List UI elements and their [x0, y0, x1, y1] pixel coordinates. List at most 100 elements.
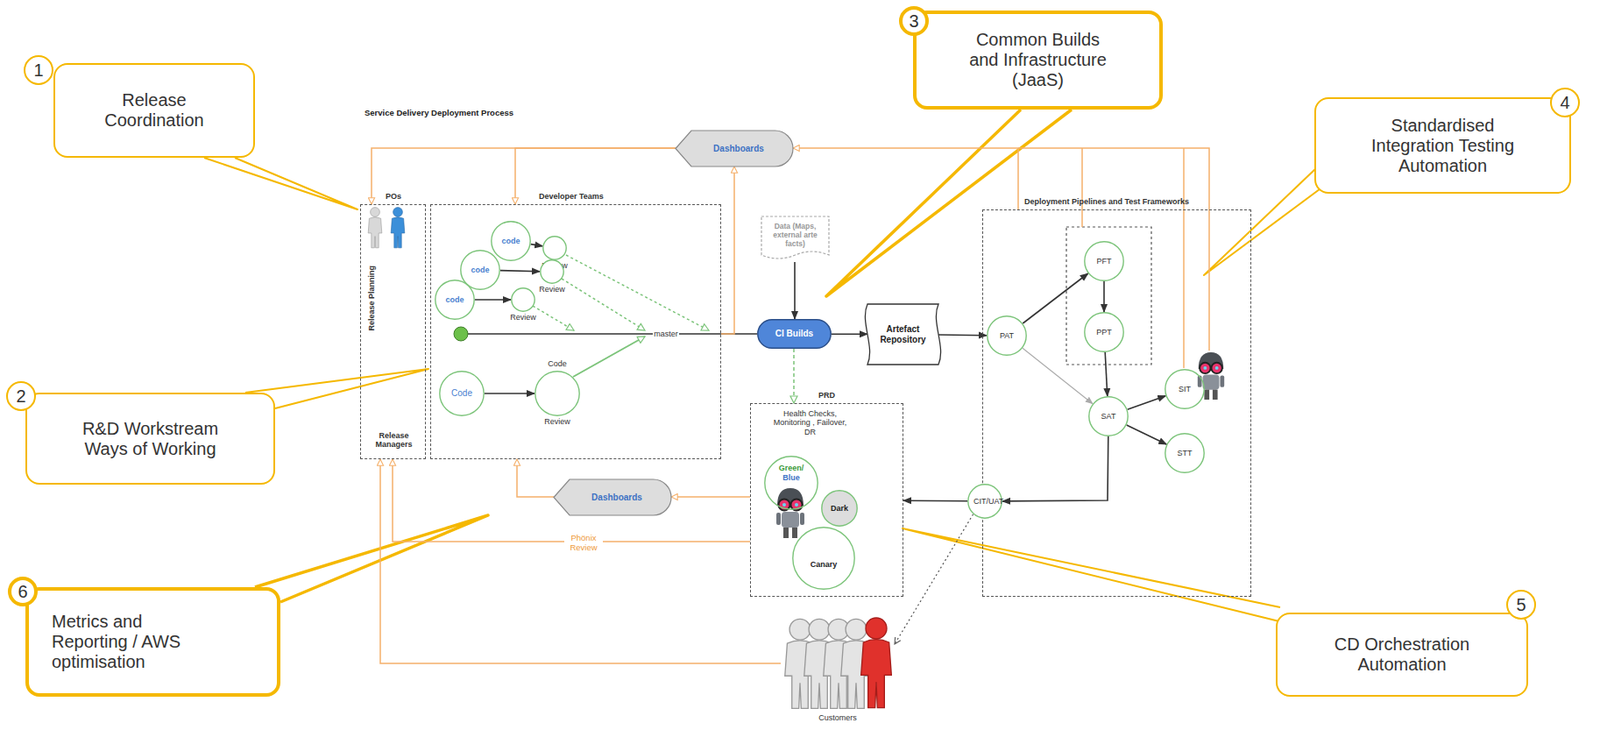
master-branch [453, 326, 468, 341]
callout-pointer [902, 528, 1287, 624]
review-circle: Review [539, 259, 565, 284]
edge-label: Phönix Review [564, 532, 603, 554]
stage-circle: STT [1164, 432, 1205, 474]
connector [792, 348, 795, 404]
connector [894, 514, 974, 645]
callout-number: 3 [899, 6, 929, 36]
node-label: POs [385, 191, 402, 201]
customer-figures [861, 617, 893, 708]
deploy-circle-outline [792, 526, 856, 590]
connector [1126, 424, 1168, 445]
connector [721, 166, 735, 334]
po-figures [368, 207, 383, 248]
dashboard-tag-outline [553, 479, 672, 516]
node-label: SIT [1178, 384, 1191, 394]
node-label: Dashboards [582, 492, 643, 503]
callout-pointer [254, 515, 489, 602]
node-label: PAT [999, 331, 1014, 340]
code-circle: code [434, 279, 475, 320]
robot-icon [1197, 352, 1225, 400]
deploy-circle-outline [792, 527, 855, 589]
deploy-circle: Dark [821, 489, 858, 527]
merge-arrow [573, 336, 645, 377]
callout-number: 6 [7, 576, 38, 607]
callout-box: 4Standardised Integration Testing Automa… [1314, 97, 1572, 194]
pipeline-group: Deployment Pipelines and Test Frameworks… [982, 209, 1252, 597]
node-label: code [470, 265, 489, 275]
stage-circle-outline [1089, 396, 1128, 436]
stage-circle: CIT/UAT [967, 483, 1003, 519]
po-figures [368, 207, 405, 248]
deploy-circle-outline [821, 490, 857, 526]
callout-pointer [1203, 168, 1327, 276]
connector [793, 261, 796, 319]
callout-text: CD Orchestration Automation [1318, 634, 1486, 675]
node-label: Developer Teams [538, 191, 604, 201]
callout-box: 2R&D Workstream Ways of Working [25, 392, 276, 485]
connector [380, 459, 781, 664]
merge-arrow [561, 278, 645, 331]
connector [392, 459, 751, 542]
build-pill-outline [757, 319, 831, 348]
review-circle: Review [542, 235, 567, 261]
stage-circle: PAT [986, 315, 1027, 356]
review-circle: Review [510, 287, 536, 312]
build-pill: CI Builds [757, 318, 832, 349]
po-figures [390, 207, 405, 248]
review-circle: CodeReview [534, 370, 581, 417]
callout-box: 5CD Orchestration Automation [1275, 612, 1529, 697]
code-circle-outline [439, 371, 484, 416]
deploy-circle: Green/Blue [764, 455, 819, 510]
branch-label: master [652, 329, 680, 339]
connector [515, 148, 676, 205]
node-label: PFT [1097, 256, 1112, 266]
callout-text: Metrics and Reporting / AWS optimisation [51, 611, 210, 673]
feedback-line [1182, 148, 1185, 369]
node-label: Dark [830, 503, 849, 513]
merge-arrow [532, 254, 709, 377]
robot-icon [776, 352, 1225, 539]
connector [371, 148, 676, 205]
node-label: Data (Maps, external arte facts) [764, 222, 827, 248]
callout-text: Common Builds and Infrastructure (JaaS) [961, 29, 1115, 91]
dashboard-tag: Dashboards [553, 479, 672, 516]
node-label: CIT/UAT [973, 496, 997, 506]
node-label: Deployment Pipelines and Test Frameworks [1024, 197, 1190, 206]
connector [484, 392, 535, 395]
customer-figures [785, 617, 893, 708]
connector [671, 495, 751, 498]
node-label: Health Checks, Monitoring , Failover, DR [768, 409, 852, 437]
callout-text: R&D Workstream Ways of Working [67, 418, 234, 460]
callout-pointer [204, 157, 358, 210]
stage-circle-outline [1165, 433, 1204, 473]
node-label: Review [488, 312, 558, 322]
connector [474, 298, 511, 301]
test-group-box [1066, 226, 1152, 365]
feedback-line [1018, 148, 1210, 369]
code-circle-outline [435, 280, 475, 319]
callout-text: Release Coordination [88, 90, 220, 131]
node-label: Blue [764, 473, 819, 482]
review-circle-outline [534, 370, 581, 417]
robot-icon [776, 488, 805, 539]
data-document: Data (Maps, external arte facts) [761, 216, 829, 262]
connector [1002, 436, 1109, 502]
node-label: Review [512, 417, 602, 426]
code-circle: Code [438, 370, 485, 417]
master-branch [460, 332, 722, 335]
customers-group: Customers [780, 601, 895, 725]
review-circle-outline [539, 259, 565, 284]
connector [938, 333, 987, 336]
callout-box: 1Release Coordination [53, 63, 255, 158]
deploy-circle: Canary [792, 526, 856, 590]
node-label: Release Managers [362, 431, 425, 450]
release-group: POsRelease PlanningRelease Managers [360, 204, 426, 460]
connector [516, 459, 554, 497]
node-label: STT [1177, 448, 1193, 458]
stage-circle: PFT [1083, 240, 1125, 282]
callout-number: 4 [1550, 87, 1580, 118]
code-circle: code [490, 220, 531, 262]
dashboard-tag: Dashboards [675, 130, 793, 167]
feedback-line [1081, 148, 1084, 227]
